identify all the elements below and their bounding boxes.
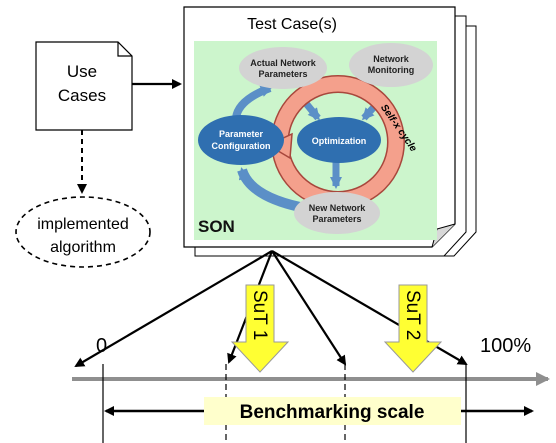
network-monitoring-line1: Network [373, 54, 410, 64]
scale-max-label: 100% [480, 335, 531, 357]
sut1-label: SuT 1 [249, 290, 270, 340]
optimization-label: Optimization [312, 136, 367, 146]
scale-dashed-lines [225, 364, 346, 443]
network-monitoring-node: Network Monitoring [349, 43, 433, 87]
scale-min-label: 0 [96, 335, 107, 357]
son-label: SON [198, 217, 235, 236]
sut2-arrow: SuT 2 [383, 284, 443, 373]
implemented-algorithm-ellipse: implemented algorithm [15, 196, 151, 268]
parameter-configuration-line2: Configuration [212, 141, 271, 151]
actual-network-parameters-line1: Actual Network [250, 58, 317, 68]
network-monitoring-line2: Monitoring [368, 65, 415, 75]
new-network-parameters-line1: New Network [309, 203, 367, 213]
benchmarking-scale-label: Benchmarking scale [240, 402, 425, 423]
actual-network-parameters-node: Actual Network Parameters [239, 47, 327, 89]
parameter-configuration-line1: Parameter [219, 129, 264, 139]
param-config-to-actual-arrow [232, 84, 273, 119]
parameter-configuration-node: Parameter Configuration [198, 115, 284, 165]
new-params-to-param-config-arrow [237, 167, 302, 212]
fan-arrow-sut1-right [271, 250, 347, 366]
fan-arrow-0 [74, 250, 273, 368]
scale-reference-lines [102, 364, 467, 443]
implemented-algorithm-line1: implemented [37, 216, 129, 233]
use-cases-label-line1: Use [67, 62, 97, 81]
actual-network-parameters-line2: Parameters [258, 69, 307, 79]
implemented-algorithm-line2: algorithm [50, 239, 116, 256]
new-network-parameters-node: New Network Parameters [294, 192, 380, 234]
test-case-title: Test Case(s) [247, 16, 337, 33]
benchmarking-scale-box [204, 397, 461, 425]
use-cases-label-line2: Cases [58, 86, 106, 105]
use-cases-document: Use Cases [35, 41, 133, 131]
new-network-parameters-line2: Parameters [312, 214, 361, 224]
optimization-node: Optimization [297, 117, 381, 163]
sut1-arrow: SuT 1 [230, 284, 290, 373]
sut2-label: SuT 2 [402, 290, 423, 340]
